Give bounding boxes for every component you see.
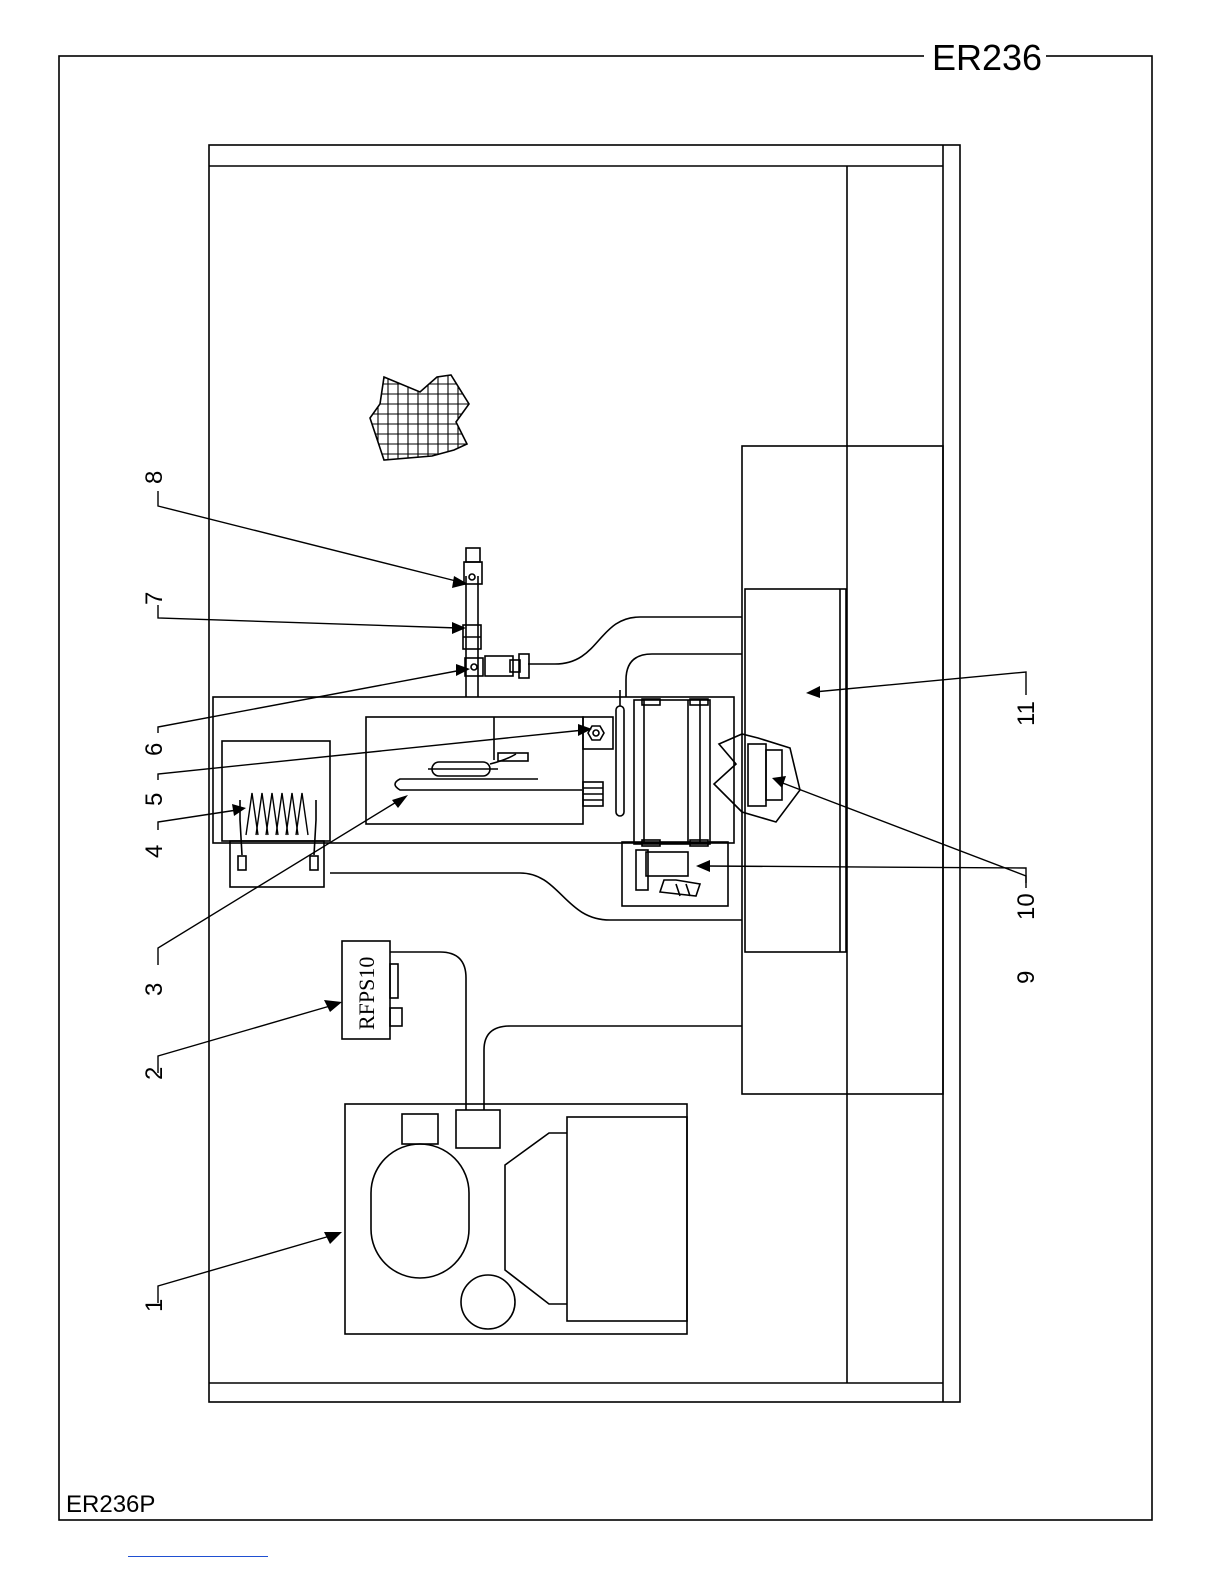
- leader-lines: [158, 491, 1026, 1303]
- callout-11: 11: [1013, 701, 1040, 726]
- mesh-screen: [364, 370, 474, 466]
- control-fitting: [588, 726, 604, 740]
- callout-6: 6: [141, 743, 168, 756]
- solenoid-valve: [465, 654, 529, 678]
- switch-label: RFPS10: [354, 957, 379, 1030]
- page-border: [59, 56, 1152, 1520]
- cabinet: [209, 145, 960, 1402]
- cylinder-mount: [616, 690, 728, 906]
- coil: [222, 741, 330, 887]
- footer-rule: [128, 1556, 268, 1557]
- callout-3: 3: [141, 983, 168, 996]
- callout-5: 5: [141, 793, 168, 806]
- callout-9: 9: [1013, 971, 1040, 984]
- inline-fitting: [463, 576, 481, 697]
- callout-2: 2: [141, 1067, 168, 1080]
- callout-1: 1: [141, 1299, 168, 1312]
- arrowheads: [232, 576, 820, 1244]
- outlet-cutaway: [714, 734, 800, 822]
- callout-8: 8: [141, 471, 168, 484]
- tank: [742, 446, 943, 1094]
- control-box: [213, 697, 734, 843]
- sheet-title: ER236: [932, 37, 1042, 78]
- callout-4: 4: [141, 845, 168, 858]
- compressor-unit: [345, 1104, 687, 1334]
- pressure-switch: RFPS10: [342, 941, 402, 1039]
- callout-7: 7: [141, 592, 168, 605]
- drawing-code: ER236P: [66, 1491, 155, 1518]
- tubing: [330, 617, 742, 1110]
- callout-10: 10: [1013, 893, 1040, 920]
- thermostat-bulb: [395, 754, 603, 806]
